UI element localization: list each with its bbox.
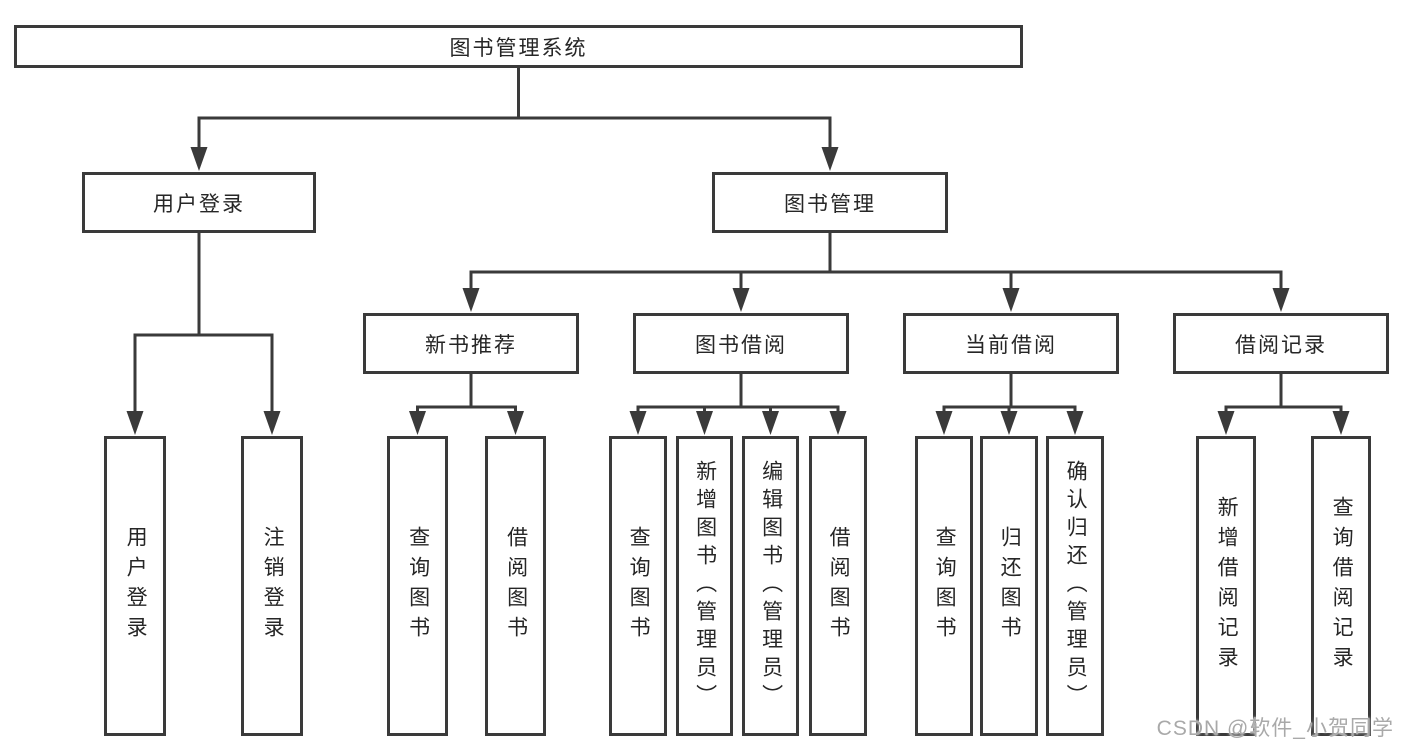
node-leaf-nb-query-books: 查询图书	[387, 436, 448, 736]
node-leaf-add-borrow-record: 新增借阅记录	[1196, 436, 1256, 736]
node-borrow-record-label: 借阅记录	[1235, 333, 1327, 357]
node-leaf-bb-borrow-books-label: 借阅图书	[827, 526, 851, 646]
node-leaf-cb-query-books: 查询图书	[915, 436, 973, 736]
node-book-borrow: 图书借阅	[633, 313, 849, 374]
node-leaf-nb-borrow-books-label: 借阅图书	[504, 526, 528, 646]
node-user-login: 用户登录	[82, 172, 316, 233]
watermark-text: CSDN @软件_小贺同学	[1156, 717, 1394, 740]
node-leaf-add-books-admin: 新增图书（管理员）	[676, 436, 733, 736]
node-leaf-confirm-return-admin-label: 确认归还（管理员）	[1064, 460, 1088, 712]
node-leaf-cb-query-books-label: 查询图书	[933, 526, 957, 646]
node-leaf-logout-login-label: 注销登录	[261, 526, 285, 646]
node-leaf-edit-books-admin: 编辑图书（管理员）	[742, 436, 799, 736]
node-leaf-bb-borrow-books: 借阅图书	[809, 436, 867, 736]
node-current-borrow: 当前借阅	[903, 313, 1119, 374]
node-leaf-add-books-admin-label: 新增图书（管理员）	[693, 460, 717, 712]
node-leaf-return-books: 归还图书	[980, 436, 1038, 736]
node-book-borrow-label: 图书借阅	[695, 333, 787, 357]
node-new-book-recommend: 新书推荐	[363, 313, 579, 374]
node-new-book-recommend-label: 新书推荐	[425, 333, 517, 357]
node-leaf-logout-login: 注销登录	[241, 436, 303, 736]
node-borrow-record: 借阅记录	[1173, 313, 1389, 374]
node-leaf-nb-query-books-label: 查询图书	[406, 526, 430, 646]
node-leaf-bb-query-books: 查询图书	[609, 436, 667, 736]
node-leaf-edit-books-admin-label: 编辑图书（管理员）	[759, 460, 783, 712]
node-leaf-add-borrow-record-label: 新增借阅记录	[1215, 496, 1239, 676]
node-leaf-user-login-label: 用户登录	[124, 526, 148, 646]
node-leaf-query-borrow-record-label: 查询借阅记录	[1330, 496, 1354, 676]
node-leaf-confirm-return-admin: 确认归还（管理员）	[1046, 436, 1104, 736]
node-current-borrow-label: 当前借阅	[965, 333, 1057, 357]
node-root-label: 图书管理系统	[449, 36, 588, 60]
node-leaf-bb-query-books-label: 查询图书	[627, 526, 651, 646]
node-book-management-label: 图书管理	[784, 192, 876, 216]
node-book-management: 图书管理	[712, 172, 948, 233]
node-leaf-user-login: 用户登录	[104, 436, 166, 736]
node-user-login-label: 用户登录	[153, 192, 245, 216]
node-leaf-nb-borrow-books: 借阅图书	[485, 436, 546, 736]
node-leaf-return-books-label: 归还图书	[998, 526, 1022, 646]
node-leaf-query-borrow-record: 查询借阅记录	[1311, 436, 1371, 736]
node-root: 图书管理系统	[14, 25, 1023, 68]
